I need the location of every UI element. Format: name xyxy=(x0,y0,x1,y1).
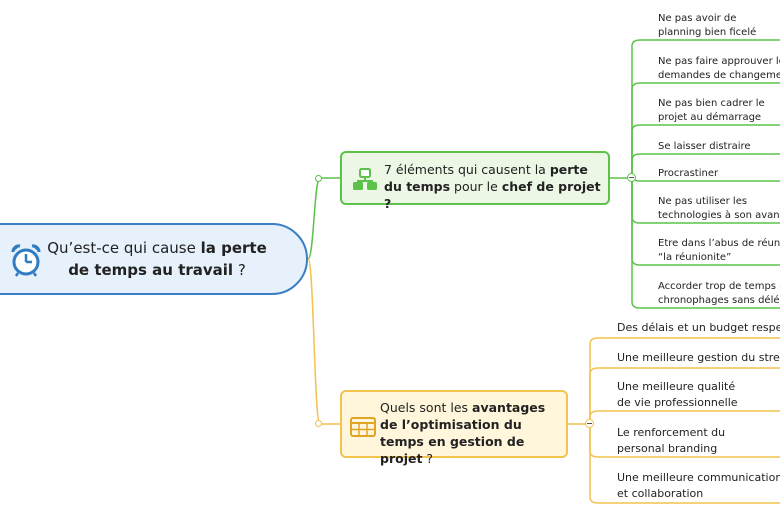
cause-item[interactable]: Ne pas avoir de planning bien ficelé xyxy=(658,12,756,40)
cause-item[interactable]: Accorder trop de temps aux chronophages s… xyxy=(658,280,780,308)
branch-benefits-text-3: ? xyxy=(422,451,434,466)
benefit-item[interactable]: Le renforcement du personal branding xyxy=(617,425,725,457)
central-topic-text: Qu’est-ce qui cause la perte de temps au… xyxy=(47,237,267,281)
benefit-item-line2: de vie professionnelle xyxy=(617,396,738,409)
collapse-causes-toggle[interactable] xyxy=(627,173,636,182)
cause-item-line2: “la réunionite” xyxy=(658,252,732,263)
cause-item[interactable]: Etre dans l’abus de réunions : “la réunio… xyxy=(658,237,780,265)
benefit-connector xyxy=(589,410,780,424)
cause-item-line1: Ne pas bien cadrer le xyxy=(658,98,765,109)
cause-item[interactable]: Ne pas bien cadrer le projet au démarrage xyxy=(658,97,765,125)
benefit-connector xyxy=(589,424,780,504)
cause-item-line1: Ne pas utiliser les xyxy=(658,196,748,207)
root-to-benefits-line xyxy=(307,258,340,425)
benefit-item-line1: Le renforcement du xyxy=(617,426,726,439)
benefit-item[interactable]: Une meilleure communication et collaborat… xyxy=(617,470,780,502)
cause-item-line2: demandes de changement xyxy=(658,70,780,81)
org-chart-icon xyxy=(352,168,378,196)
cause-item-line2: planning bien ficelé xyxy=(658,27,757,38)
cause-item[interactable]: Se laisser distraire xyxy=(658,140,751,154)
branch-benefits-text-2: avantages de l’optimisation du temps en … xyxy=(380,400,546,466)
central-topic-text-bold: la perte de temps au travail xyxy=(68,239,267,279)
branch-causes-text-1: 7 éléments qui causent la xyxy=(384,162,550,177)
branch-causes-text-3: pour le xyxy=(450,179,502,194)
benefit-item[interactable]: Une meilleure gestion du stress xyxy=(617,350,780,366)
connector-dot-causes xyxy=(315,175,322,182)
benefit-item-line1: Une meilleure communication xyxy=(617,471,780,484)
cause-item-line2: projet au démarrage xyxy=(658,112,762,123)
cause-connector xyxy=(631,153,780,178)
benefit-item-line2: et collaboration xyxy=(617,487,704,500)
branch-benefits-text-1: Quels sont les xyxy=(380,400,473,415)
benefit-item[interactable]: Des délais et un budget respectés xyxy=(617,320,780,336)
cause-item-line1: Se laisser distraire xyxy=(658,141,751,152)
benefit-item-line1: Une meilleure qualité xyxy=(617,380,736,393)
branch-causes-text: 7 éléments qui causent la perte du temps… xyxy=(384,161,606,212)
cause-item-line2: chronophages sans délégation xyxy=(658,295,780,306)
calendar-grid-icon xyxy=(350,417,376,441)
cause-item-line2: technologies à son avantage xyxy=(658,210,780,221)
central-topic-text-regular: Qu’est-ce qui cause xyxy=(47,239,201,257)
connector-dot-benefits xyxy=(315,420,322,427)
cause-item-line1: Etre dans l’abus de réunions : xyxy=(658,238,780,249)
branch-causes-text-4: chef de projet ? xyxy=(384,179,601,211)
branch-causes[interactable]: 7 éléments qui causent la perte du temps… xyxy=(340,151,610,211)
cause-item[interactable]: Ne pas utiliser les technologies à son av… xyxy=(658,195,780,223)
cause-connector xyxy=(631,82,780,178)
cause-item-line1: Ne pas avoir de xyxy=(658,13,737,24)
cause-connector xyxy=(631,178,780,309)
cause-item-line1: Ne pas faire approuver les xyxy=(658,56,780,67)
alarm-clock-icon xyxy=(10,243,42,281)
benefit-connector xyxy=(589,337,780,424)
cause-item-line1: Procrastiner xyxy=(658,168,719,179)
collapse-benefits-toggle[interactable] xyxy=(585,419,594,428)
central-topic-text-end: ? xyxy=(233,261,246,279)
root-to-causes-line xyxy=(307,177,340,260)
branch-benefits-text: Quels sont les avantages de l’optimisati… xyxy=(380,399,566,467)
branch-causes-text-2: perte du temps xyxy=(384,162,588,194)
cause-connector xyxy=(631,39,780,178)
benefit-connector xyxy=(589,367,780,424)
central-topic[interactable]: Qu’est-ce qui cause la perte de temps au… xyxy=(0,223,308,295)
cause-item[interactable]: Ne pas faire approuver les demandes de ch… xyxy=(658,55,780,83)
cause-item-line1: Accorder trop de temps aux xyxy=(658,281,780,292)
branch-benefits[interactable]: Quels sont les avantages de l’optimisati… xyxy=(340,390,568,466)
benefit-item-line2: personal branding xyxy=(617,442,718,455)
benefit-item-line1: Une meilleure gestion du stress xyxy=(617,351,780,364)
cause-item[interactable]: Procrastiner xyxy=(658,167,718,181)
cause-connector xyxy=(631,124,780,178)
benefit-item-line1: Des délais et un budget respectés xyxy=(617,321,780,334)
benefit-item[interactable]: Une meilleure qualité de vie professionne… xyxy=(617,379,738,411)
